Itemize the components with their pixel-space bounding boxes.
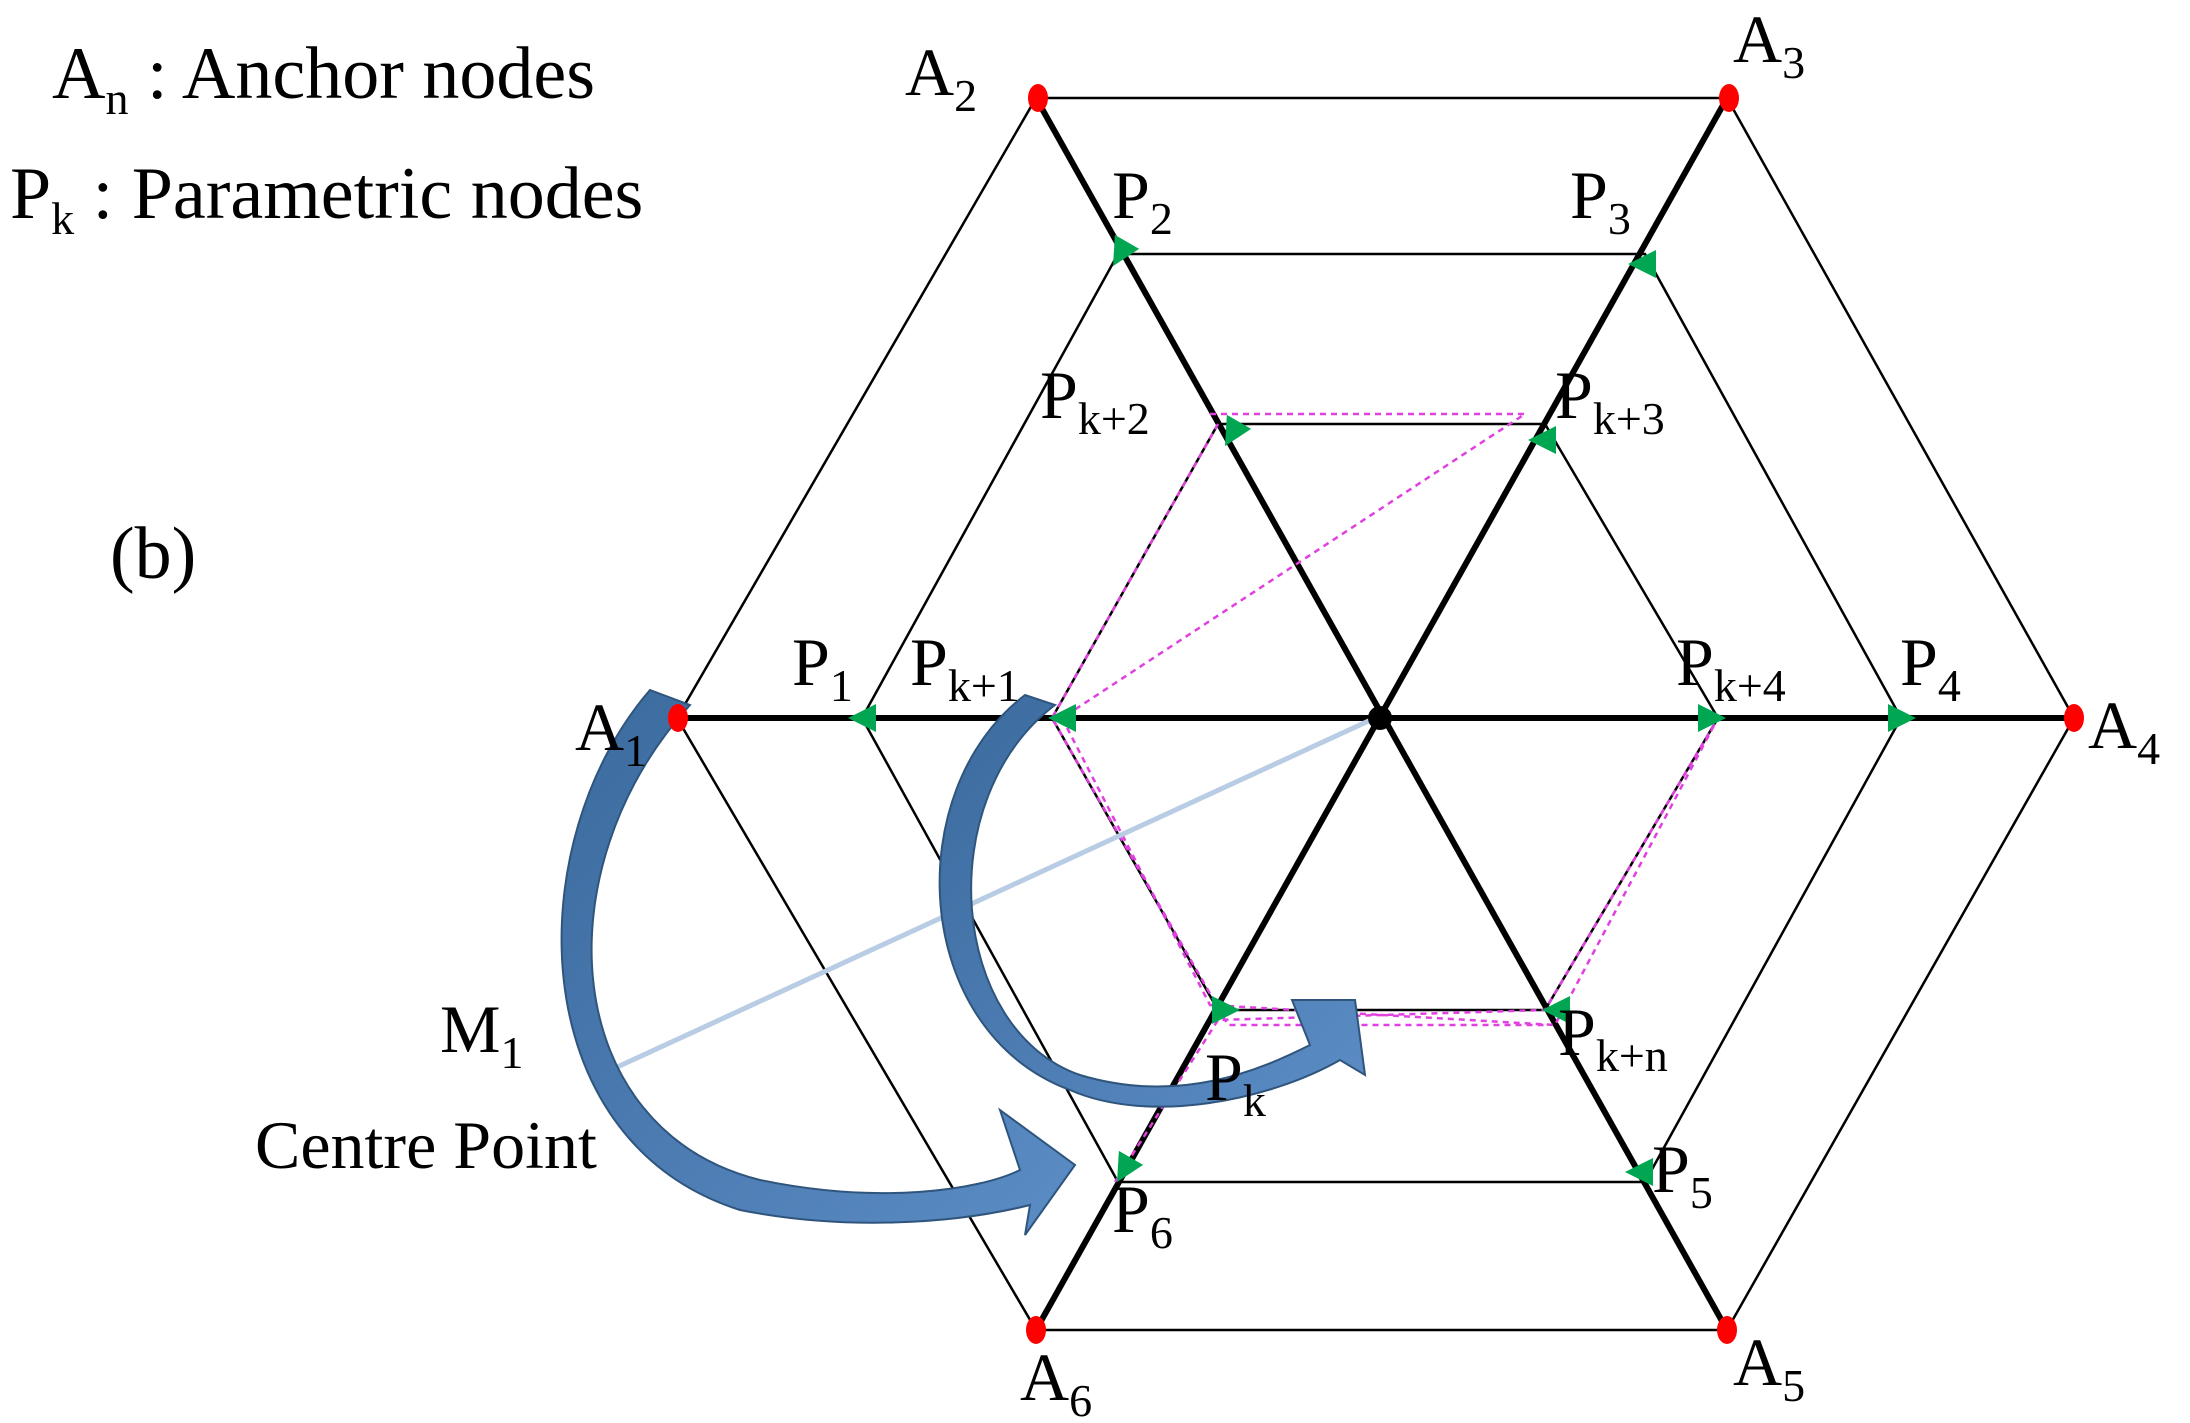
param-node-pk4 [1698, 704, 1726, 732]
label-a4: A4 [2088, 687, 2160, 774]
label-p3: P3 [1570, 157, 1631, 244]
curved-arrow-left [560, 688, 1077, 1236]
centre-pointer-line [598, 715, 1377, 1078]
legend-anchor: An : Anchor nodes [52, 33, 595, 124]
anchor-node-a6 [1026, 1316, 1046, 1344]
label-pkn: Pk+n [1558, 994, 1668, 1081]
label-a2: A2 [905, 34, 977, 121]
traversal-path-2 [1050, 423, 1545, 1027]
label-centre-point: Centre Point [255, 1107, 597, 1183]
anchor-node-a4 [2064, 704, 2084, 732]
param-node-pkn [1542, 996, 1570, 1024]
param-node-pk1 [1048, 704, 1076, 732]
param-node-pk2 [1225, 414, 1252, 447]
label-a5: A5 [1733, 1324, 1805, 1411]
panel-label: (b) [110, 513, 196, 595]
centre-node [1368, 706, 1392, 730]
label-a1: A1 [575, 689, 647, 776]
param-node-p6 [1117, 1150, 1144, 1183]
label-pk1: Pk+1 [910, 624, 1020, 711]
label-p1: P1 [792, 624, 853, 711]
label-pk3: Pk+3 [1555, 357, 1665, 444]
label-m1: M1 [440, 991, 523, 1078]
label-p6: P6 [1112, 1171, 1173, 1258]
label-p2: P2 [1112, 157, 1173, 244]
param-node-pk3 [1528, 426, 1556, 454]
anchor-node-a2 [1028, 84, 1048, 112]
param-node-p3 [1628, 250, 1656, 278]
param-node-p1 [848, 704, 876, 732]
param-node-p5 [1625, 1158, 1653, 1186]
anchor-node-a1 [668, 704, 688, 732]
label-p5: P5 [1652, 1131, 1713, 1218]
label-pk2: Pk+2 [1040, 357, 1150, 444]
anchor-node-a5 [1717, 1316, 1737, 1344]
label-pk4: Pk+4 [1676, 624, 1786, 711]
label-pk: Pk [1205, 1039, 1266, 1126]
anchor-node-a3 [1719, 84, 1739, 112]
label-a3: A3 [1733, 1, 1805, 88]
curved-arrow-right [938, 693, 1367, 1108]
label-a6: A6 [1020, 1339, 1092, 1423]
label-p4: P4 [1900, 624, 1961, 711]
legend-parametric: Pk : Parametric nodes [10, 153, 643, 244]
param-node-p4 [1888, 704, 1916, 732]
param-node-p2 [1113, 234, 1140, 267]
param-node-pk [1212, 996, 1240, 1024]
